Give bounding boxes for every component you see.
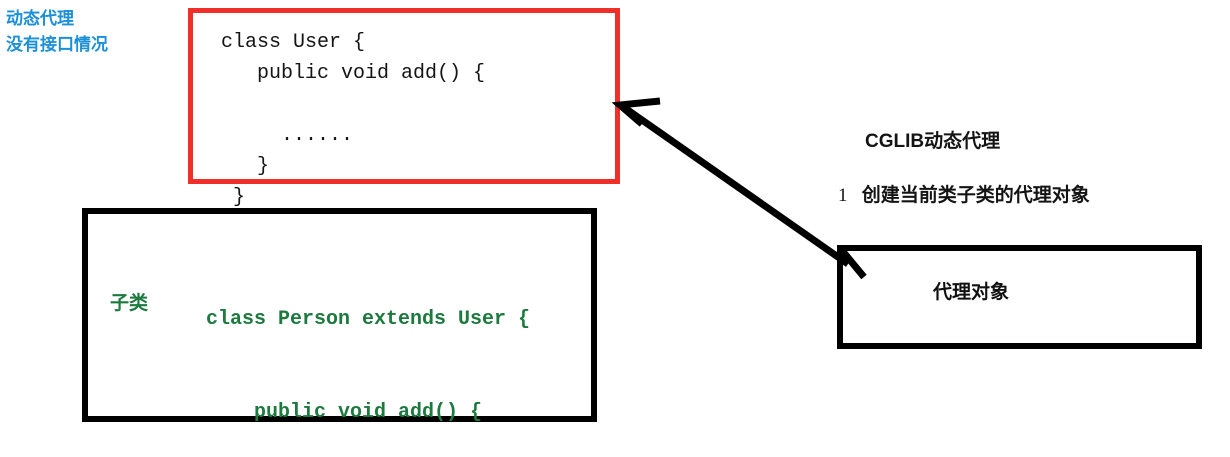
base-class-code-box: class User { public void add() { ...... … <box>188 8 620 209</box>
base-class-code-text: class User { public void add() { ...... … <box>221 31 486 209</box>
subclass-code-line-1: class Person extends User { <box>206 308 531 331</box>
subclass-code-line-2: public void add() { <box>206 401 483 424</box>
note-title-text: CGLIB动态代理 <box>865 131 1001 152</box>
subclass-code-box: 子类 class Person extends User { public vo… <box>82 208 597 424</box>
caption-line-1: 动态代理 <box>6 9 74 28</box>
note-title: CGLIB动态代理 <box>865 126 1000 153</box>
subclass-label: 子类 <box>110 293 149 314</box>
note-step-number: 1 <box>838 185 848 206</box>
proxy-object-box: 代理对象 <box>837 245 1202 349</box>
subclass-code-text: class Person extends User { public void … <box>206 242 530 457</box>
diagram-caption: 动态代理 没有接口情况 <box>6 6 108 58</box>
proxy-object-label: 代理对象 <box>933 282 1010 303</box>
note-step-text: 创建当前类子类的代理对象 <box>861 185 1090 206</box>
note-step-1: 1 创建当前类子类的代理对象 <box>838 180 1090 207</box>
caption-line-2: 没有接口情况 <box>6 35 108 54</box>
proxy-to-base-class-arrow <box>611 97 867 280</box>
